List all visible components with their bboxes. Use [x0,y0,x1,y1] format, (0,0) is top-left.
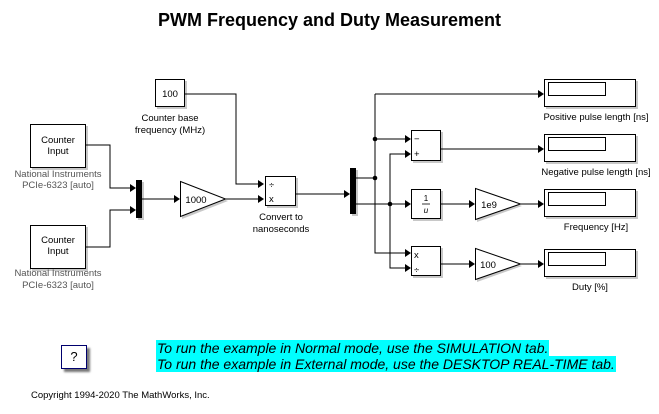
display-positive-pulse[interactable] [544,79,639,110]
product-port2: ÷ [414,265,419,276]
arrow-icon [344,190,350,198]
arrow-icon [405,264,411,272]
demux-block[interactable] [350,168,356,214]
display-frequency[interactable] [544,189,639,220]
divide-port1: ÷ [269,180,274,191]
reciprocal-block[interactable]: 1 u [411,189,444,222]
counter-input-2-line2: Input [47,246,68,257]
mux-block[interactable] [136,180,142,218]
wire-counter1-mux [86,144,130,189]
copyright: Copyright 1994-2020 The MathWorks, Inc. [31,390,210,401]
note-normal-mode: To run the example in Normal mode, use t… [156,340,550,356]
arrow-icon [538,200,544,208]
arrow-icon [174,195,180,203]
counter-input-2-caption2: PCIe-6323 [auto] [22,280,94,291]
arrow-icon [130,206,136,214]
wire-constant-divide [184,93,258,185]
gain-1000-value: 1000 [185,195,206,206]
arrow-icon [405,150,411,158]
junction-dot [372,136,378,142]
gain-1000-block[interactable]: 1000 [180,180,229,220]
counter-input-1-caption1: National Instruments [14,169,101,180]
gain-100-block[interactable]: 100 [475,247,523,283]
display-duty-caption: Duty [%] [572,282,608,293]
counter-input-1-line1: Counter [41,135,75,146]
wire-bus-b [389,153,405,269]
arrow-icon [469,260,475,268]
constant-caption1: Counter base [141,113,198,124]
counter-input-block-2[interactable]: Counter Input [30,225,89,272]
divide-port2: x [269,194,274,205]
junction-dot [372,175,378,181]
wire-counter2-mux [86,209,130,248]
arrow-icon [405,249,411,257]
help-button[interactable]: ? [61,345,87,369]
constant-value: 100 [162,89,178,100]
counter-input-block-1[interactable]: Counter Input [30,124,89,171]
constant-block[interactable]: 100 [155,79,188,110]
junction-dot [387,201,393,207]
counter-input-2-caption1: National Instruments [14,268,101,279]
arrow-icon [469,200,475,208]
counter-input-1-caption2: PCIe-6323 [auto] [22,180,94,191]
display-negative-pulse[interactable] [544,134,639,165]
divide-caption1: Convert to [259,212,303,223]
note-external-mode: To run the example in External mode, use… [156,356,616,372]
display-positive-pulse-caption: Positive pulse length [ns] [543,112,648,123]
counter-input-2-line1: Counter [41,235,75,246]
wire-bus-a [374,94,405,254]
gain-1e9-block[interactable]: 1e9 [475,187,523,223]
arrow-icon [538,260,544,268]
arrow-icon [538,145,544,153]
arrow-icon [258,180,264,188]
gain-1e9-value: 1e9 [481,200,497,211]
arrow-icon [130,184,136,192]
divide-caption2: nanoseconds [253,224,310,235]
reciprocal-den: u [424,206,429,215]
arrow-icon [405,135,411,143]
display-negative-pulse-caption: Negative pulse length [ns] [541,167,650,178]
display-duty[interactable] [544,249,639,280]
product-block[interactable]: x ÷ [411,246,444,279]
constant-caption2: frequency (MHz) [135,125,205,136]
subtract-port2: + [414,149,420,160]
reciprocal-num: 1 [424,194,429,203]
subtract-port1: − [414,134,420,145]
subtract-block[interactable]: − + [411,130,444,164]
counter-input-1-line2: Input [47,146,68,157]
arrow-icon [405,200,411,208]
display-frequency-caption: Frequency [Hz] [564,222,628,233]
gain-100-value: 100 [480,260,496,271]
arrow-icon [258,195,264,203]
product-port1: x [414,250,419,261]
arrow-icon [538,90,544,98]
model-title: PWM Frequency and Duty Measurement [157,10,502,30]
divide-block[interactable]: ÷ x [265,176,299,209]
